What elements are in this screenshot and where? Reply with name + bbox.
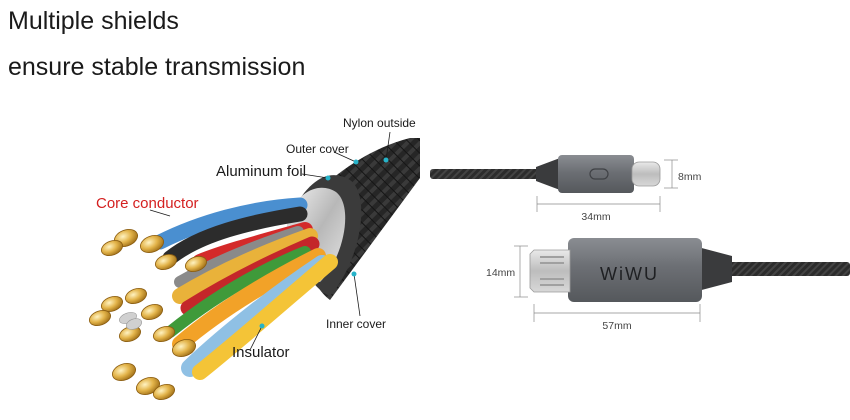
- pointer-aluminum: [301, 173, 329, 179]
- wire-grey: [174, 226, 304, 288]
- label-outer-cover: Outer cover: [286, 142, 349, 156]
- headline-line-1: Multiple shields: [8, 7, 179, 35]
- wire-yellow-front: [192, 254, 338, 380]
- wire-blue: [152, 197, 308, 250]
- hdmi-strain-relief: [694, 246, 732, 292]
- hdmi-cable: [728, 262, 850, 276]
- usb-c-length-label: 34mm: [581, 211, 610, 223]
- wire-black: [162, 206, 308, 266]
- hdmi-connector: [529, 238, 850, 302]
- pointer-insulator: [249, 325, 263, 351]
- hdmi-shell: [568, 238, 702, 302]
- dot-inner-cover: [351, 271, 357, 277]
- cable-cutaway: [88, 138, 420, 400]
- usb-c-cable: [430, 169, 540, 179]
- wire-green: [164, 246, 311, 338]
- wire-bundle: [152, 197, 338, 380]
- hdmi-length-label: 57mm: [602, 320, 631, 332]
- pointer-core: [149, 209, 171, 217]
- usb-c-plug: [631, 161, 661, 187]
- hdmi-dimension-lines: [514, 245, 701, 322]
- usb-c-dimension-lines: [536, 159, 678, 212]
- headline-line-2: ensure stable transmission: [8, 53, 306, 81]
- dot-nylon: [383, 157, 389, 163]
- usb-c-height-label: 8mm: [678, 171, 702, 183]
- wire-yellow-back: [172, 228, 318, 304]
- callout-dots: [259, 157, 389, 329]
- dot-insulator: [259, 323, 265, 329]
- hdmi-plug-grip: [540, 256, 564, 286]
- usb-c-connector: [430, 155, 661, 193]
- wire-orange: [172, 248, 326, 352]
- callout-pointers: [149, 131, 391, 351]
- pointer-nylon: [385, 131, 391, 161]
- usb-c-logo-badge: [589, 168, 609, 180]
- copper-conductors: [88, 229, 208, 400]
- brand-logo: WiWU: [600, 264, 659, 284]
- usb-c-shell: [558, 155, 634, 193]
- label-insulator: Insulator: [232, 344, 290, 361]
- label-aluminum-foil: Aluminum foil: [216, 163, 306, 180]
- dot-aluminum: [325, 175, 331, 181]
- hdmi-plug: [529, 249, 571, 293]
- label-inner-cover: Inner cover: [326, 317, 386, 331]
- silver-strands: [119, 312, 143, 330]
- pointer-inner-cover: [353, 273, 361, 317]
- label-core-conductor: Core conductor: [96, 195, 199, 212]
- usb-c-strain-relief: [536, 158, 560, 190]
- label-nylon-outside: Nylon outside: [343, 116, 416, 130]
- dot-outer-cover: [353, 159, 359, 165]
- hdmi-height-label: 14mm: [486, 267, 515, 279]
- pointer-outer-cover: [333, 151, 357, 163]
